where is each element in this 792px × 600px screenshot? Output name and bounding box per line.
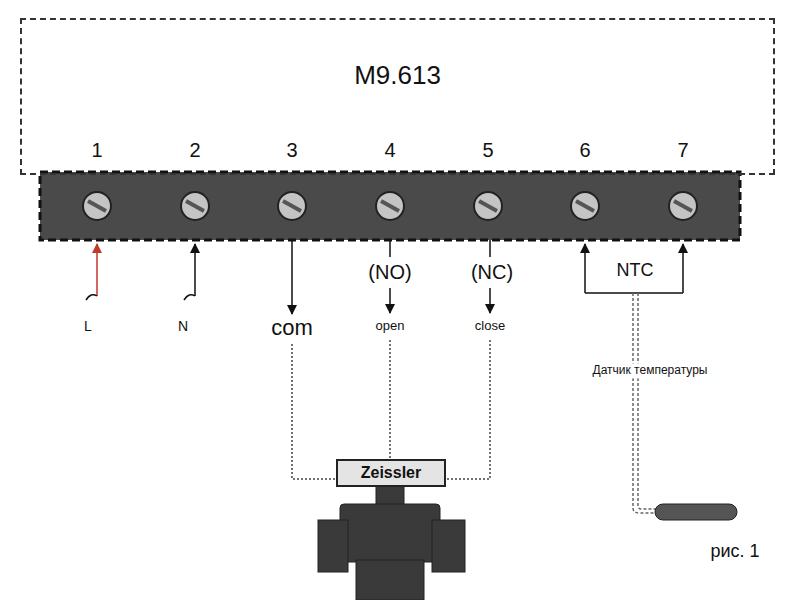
wire-open	[389, 240, 391, 257]
signal-name: close	[475, 319, 505, 333]
brand-name: Zeissler	[352, 464, 430, 482]
contact-type: (NC)	[471, 261, 513, 283]
terminal-number: 3	[286, 139, 297, 161]
controller-housing: M9.613	[20, 18, 775, 175]
wire-close	[489, 240, 491, 257]
wire-ntc	[584, 244, 586, 293]
ac-symbol	[184, 295, 195, 300]
figure-number: рис. 1	[710, 542, 759, 562]
signal-name: com	[271, 316, 313, 340]
signal-name: N	[178, 319, 188, 334]
sensor-label: Датчик температуры	[591, 363, 710, 378]
terminal-screws	[83, 192, 697, 220]
valve-actuator: Zeissler	[336, 459, 446, 487]
signal-name: L	[84, 319, 92, 334]
terminal-block	[40, 172, 740, 240]
terminal-number: 4	[384, 139, 395, 161]
signal-name: open	[376, 319, 405, 333]
wire-open	[389, 288, 391, 313]
device-name: M9.613	[354, 60, 441, 91]
sensor-cable	[633, 293, 656, 513]
wire-n	[194, 244, 196, 296]
contact-type: (NO)	[368, 261, 411, 283]
temperature-sensor	[655, 504, 737, 520]
wire-com	[291, 240, 293, 314]
ball-valve	[318, 486, 465, 600]
sensor-type: NTC	[617, 261, 654, 281]
sensor-cable	[638, 293, 656, 509]
ntc-bracket	[585, 292, 683, 294]
terminal-number: 5	[482, 139, 493, 161]
ac-symbol	[86, 295, 97, 300]
terminal-number: 1	[91, 139, 102, 161]
wire-l	[96, 244, 98, 296]
terminal-number: 2	[189, 139, 200, 161]
terminal-number: 7	[677, 139, 688, 161]
wire-ntc	[682, 244, 684, 293]
terminal-number: 6	[579, 139, 590, 161]
wire-close	[489, 288, 491, 313]
